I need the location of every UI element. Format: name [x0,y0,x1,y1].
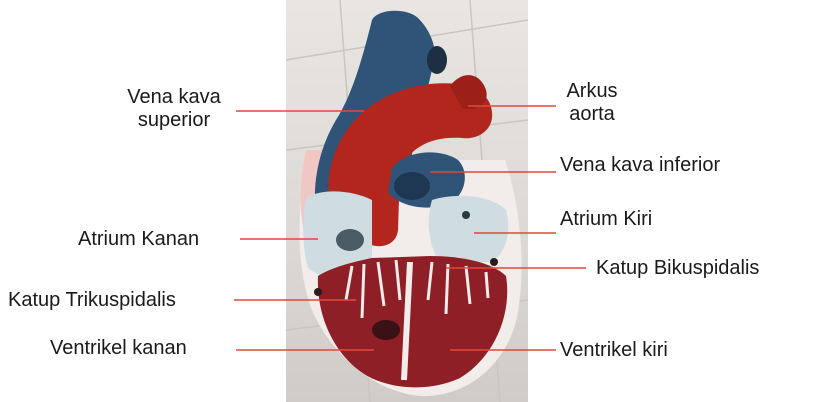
label-arkus-aorta-line2: aorta [560,103,624,126]
label-arkus-aorta-line1: Arkus [560,80,624,103]
left-atrium-shape [429,196,509,262]
left-atrium-opening [462,211,470,219]
label-vena-kava-superior-line2: superior [112,109,236,132]
label-ventrikel-kiri: Ventrikel kiri [560,339,668,362]
label-katup-trikuspidalis: Katup Trikuspidalis [8,289,176,312]
label-atrium-kanan: Atrium Kanan [78,228,199,251]
bikuspid-dot [490,258,498,266]
label-atrium-kiri: Atrium Kiri [560,208,652,231]
right-atrium-opening [336,229,364,251]
left-ventricle-dot [314,288,322,296]
ivc-opening [394,172,430,200]
label-ventrikel-kanan: Ventrikel kanan [50,337,187,360]
label-arkus-aorta: Arkus aorta [560,80,624,126]
svc-opening [427,46,447,74]
label-vena-kava-inferior: Vena kava inferior [560,154,720,177]
label-katup-bikuspidalis: Katup Bikuspidalis [596,257,759,280]
right-ventricle-cavity [372,320,400,340]
label-vena-kava-superior: Vena kava superior [112,86,236,132]
label-vena-kava-superior-line1: Vena kava [112,86,236,109]
